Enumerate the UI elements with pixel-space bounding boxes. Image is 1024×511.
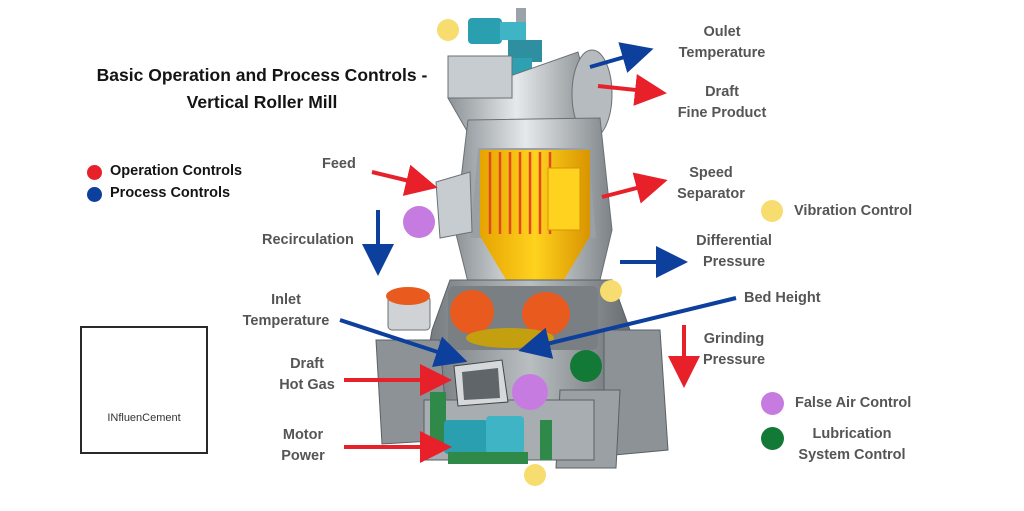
logo-text: INfluenCement bbox=[107, 412, 181, 424]
label-grinding-pressure: Grinding Pressure bbox=[702, 331, 766, 368]
legend-operation-label: Operation Controls bbox=[110, 163, 243, 179]
lubrication-dot-mill bbox=[570, 350, 602, 382]
feed-chute bbox=[435, 171, 473, 239]
label-speed-separator: Speed Separator bbox=[677, 165, 745, 202]
label-differential-pressure: Differential Pressure bbox=[696, 233, 772, 270]
influencement-logo: INfluenCement bbox=[80, 326, 208, 454]
arrow-draft-fine-product bbox=[597, 73, 667, 106]
vibration-control-dot bbox=[761, 200, 783, 222]
false-air-dot-feed bbox=[403, 206, 435, 238]
page-title: Basic Operation and Process Controls - V… bbox=[62, 62, 462, 116]
legend-operation-dot bbox=[87, 165, 102, 180]
arrow-inlet-temperature bbox=[339, 318, 468, 367]
label-draft-hot-gas: Draft Hot Gas bbox=[279, 356, 335, 393]
false-air-dot-mill bbox=[512, 374, 548, 410]
arrow-outlet-temperature bbox=[589, 42, 654, 73]
vibration-dot-mid bbox=[600, 280, 622, 302]
label-recirculation: Recirculation bbox=[262, 232, 354, 248]
label-false-air-control: False Air Control bbox=[795, 395, 912, 411]
label-lubrication-system-control: Lubrication System Control bbox=[798, 426, 906, 463]
arrow-speed-separator bbox=[601, 172, 668, 204]
vibration-dot-top bbox=[437, 19, 459, 41]
label-bed-height: Bed Height bbox=[744, 290, 821, 306]
label-feed: Feed bbox=[322, 156, 356, 172]
arrow-feed bbox=[371, 164, 438, 196]
label-motor-power: Motor Power bbox=[281, 427, 325, 464]
label-vibration-control: Vibration Control bbox=[794, 203, 913, 219]
lubrication-control-dot bbox=[761, 427, 784, 450]
label-outlet-temperature: Oulet Temperature bbox=[678, 24, 766, 61]
arrow-bed-height bbox=[518, 296, 737, 359]
false-air-control-dot bbox=[761, 392, 784, 415]
label-draft-fine-product: Draft Fine Product bbox=[677, 84, 767, 121]
legend-process-label: Process Controls bbox=[110, 185, 231, 201]
title-line-2: Vertical Roller Mill bbox=[186, 92, 338, 112]
title-line-1: Basic Operation and Process Controls - bbox=[96, 65, 428, 85]
label-inlet-temperature: Inlet Temperature bbox=[242, 292, 330, 329]
vibration-dot-bottom bbox=[524, 464, 546, 486]
legend-process-dot bbox=[87, 187, 102, 202]
